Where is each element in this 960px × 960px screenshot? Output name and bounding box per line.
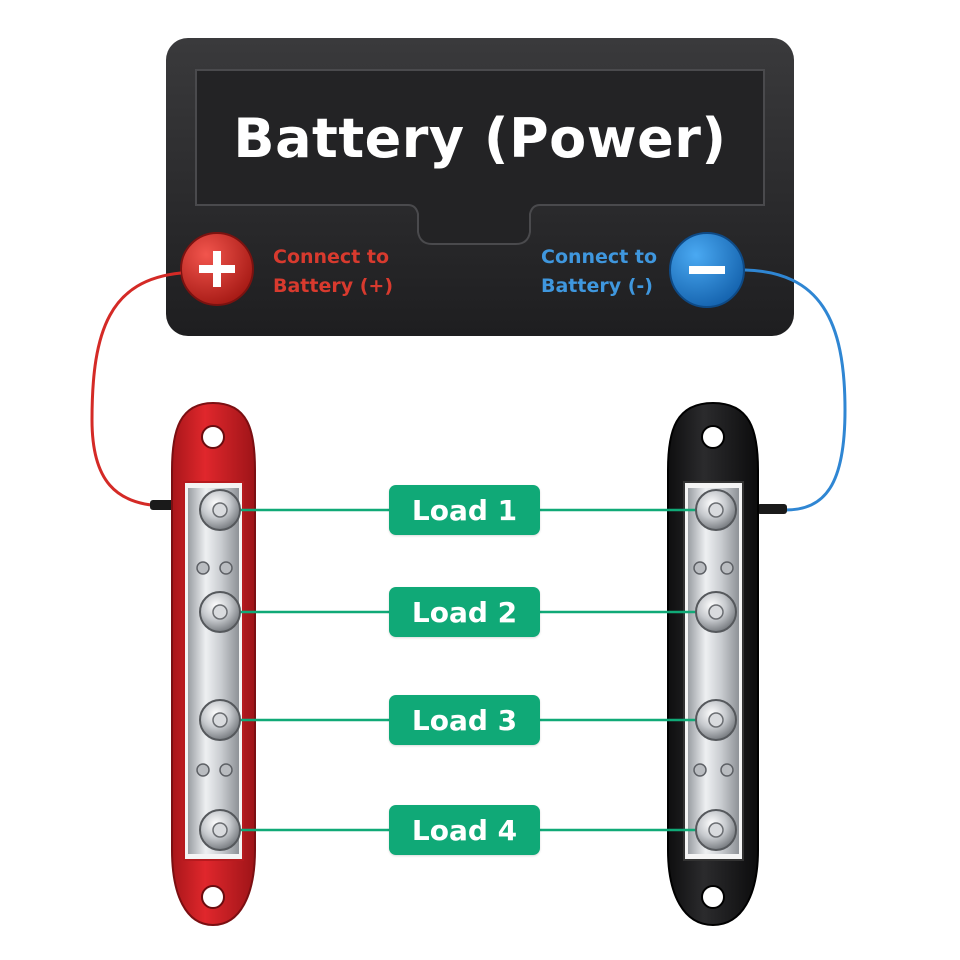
load-1-label: Load 1: [389, 485, 540, 535]
positive-wire: [90, 271, 182, 508]
negative-wire-sleeve: [757, 504, 787, 514]
battery-top-recess: [195, 69, 765, 245]
negative-connect-label: Connect to Battery (-): [541, 243, 657, 301]
negative-studs: [695, 489, 737, 851]
load-3-label: Load 3: [389, 695, 540, 745]
positive-connect-line2: Battery (+): [273, 275, 394, 297]
battery-title: Battery (Power): [233, 106, 727, 170]
battery: [166, 38, 794, 336]
plus-icon-v: [213, 251, 221, 287]
negative-connect-line1: Connect to: [541, 246, 658, 268]
positive-studs: [199, 489, 241, 851]
positive-connect-line1: Connect to: [273, 246, 390, 268]
bus-bar-screws: [196, 561, 734, 777]
load-4-label: Load 4: [389, 805, 540, 855]
load-2-label: Load 2: [389, 587, 540, 637]
positive-connect-label: Connect to Battery (+): [273, 243, 393, 301]
minus-icon: [689, 266, 725, 274]
load-connection-lines: [222, 508, 716, 832]
negative-wire: [744, 268, 847, 512]
negative-bus-bar: [667, 401, 759, 927]
negative-connect-line2: Battery (-): [541, 275, 653, 297]
positive-bus-bar: [171, 401, 256, 927]
